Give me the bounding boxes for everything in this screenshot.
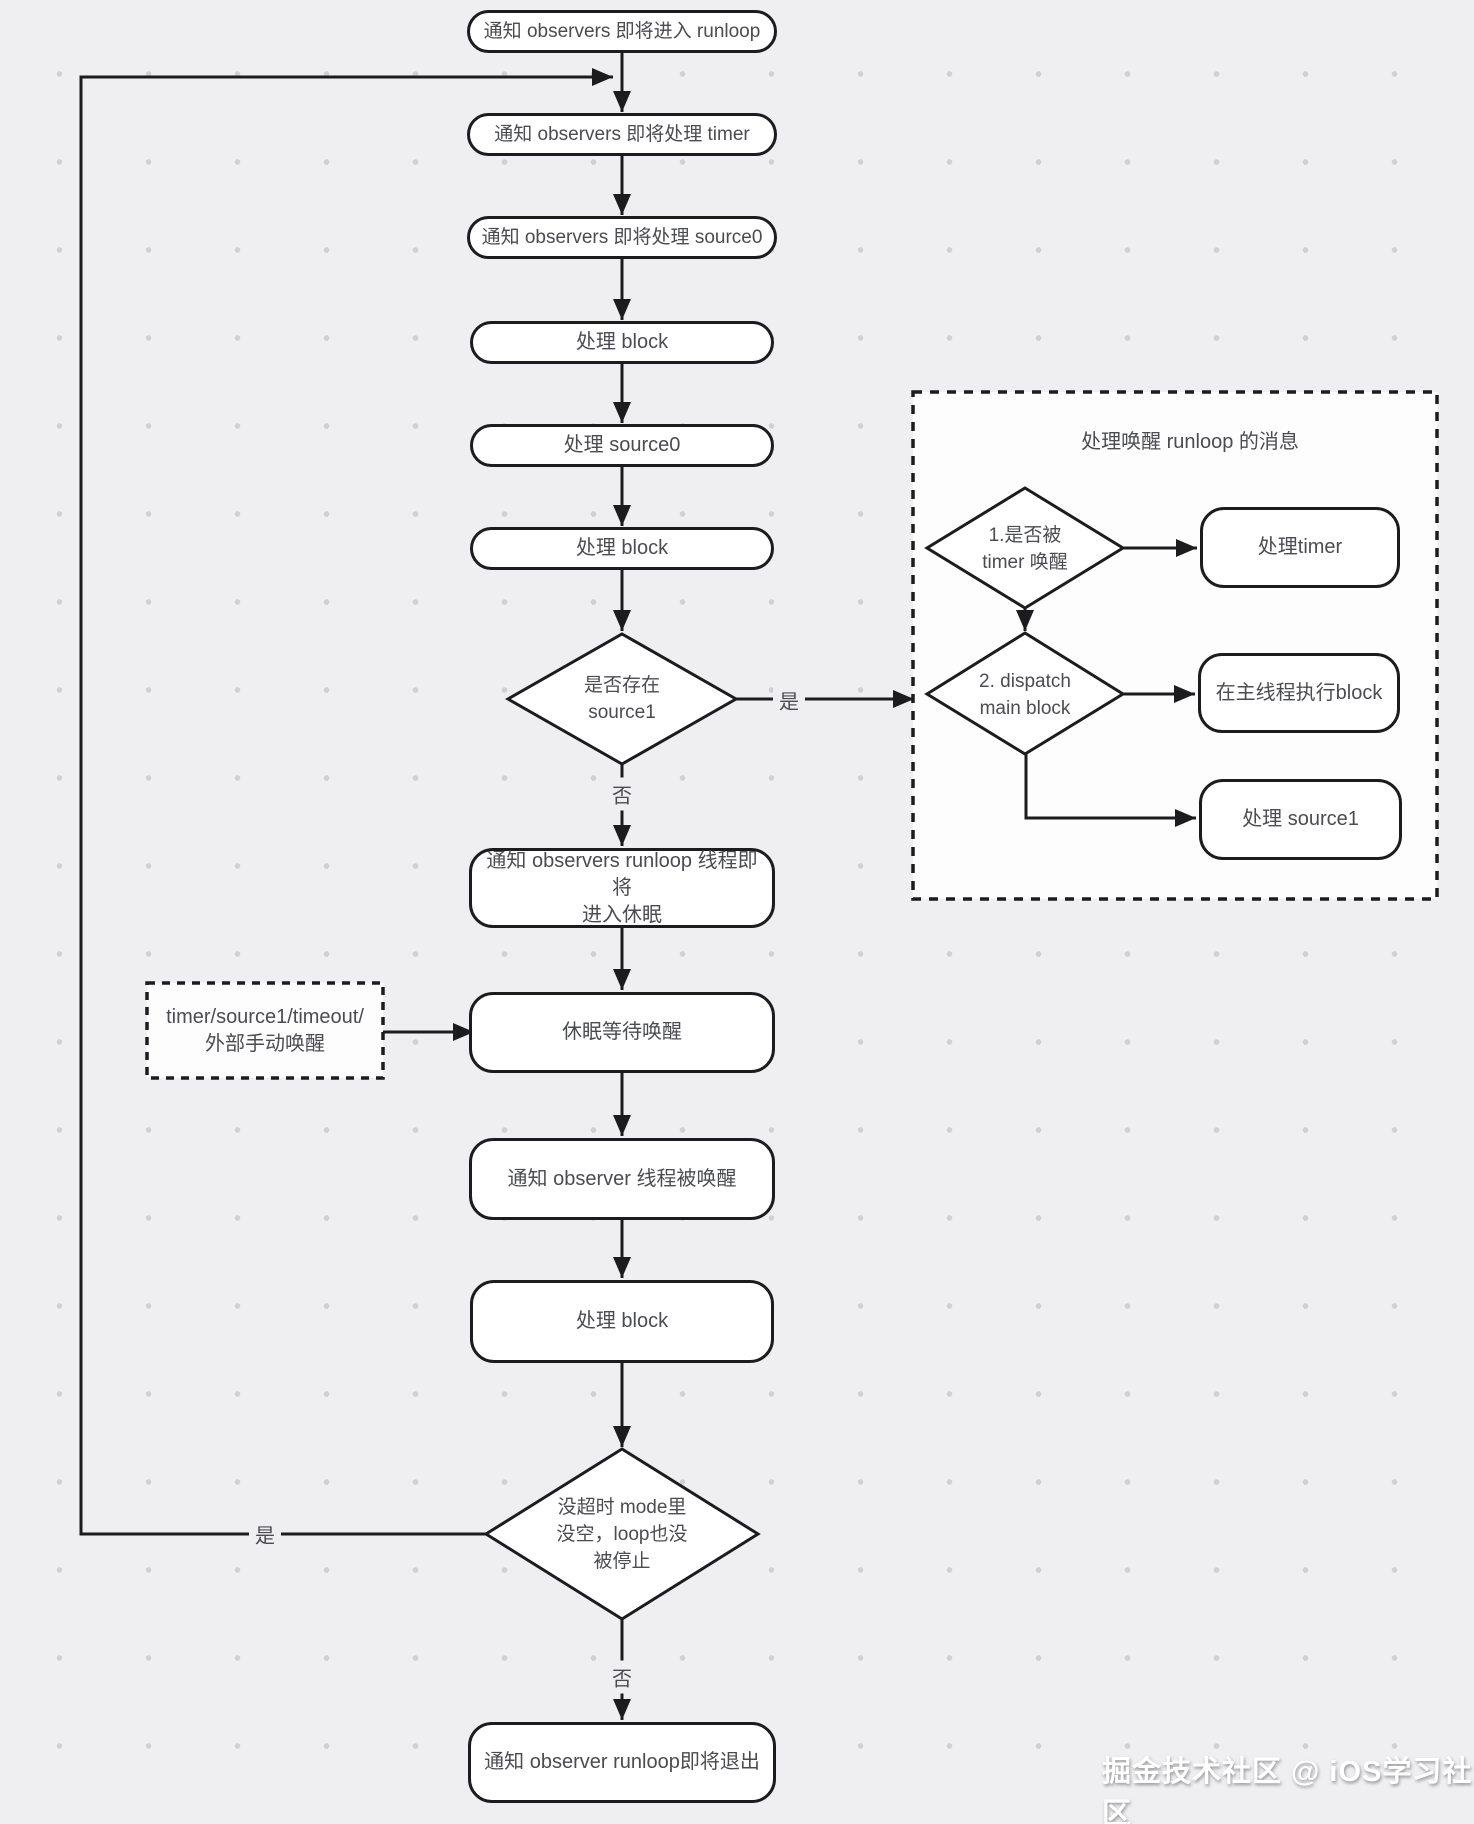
diamond-loop-check-label: 没超时 mode里 没空，loop也没 被停止 [556, 1496, 688, 1572]
diamond-has-source1 [504, 632, 740, 766]
diamond-check-timer-wake [924, 486, 1126, 610]
node-will-handle-source0: 通知 observers 即将处理 source0 [467, 216, 777, 259]
label-no-source1: 否 [606, 777, 638, 811]
label-yes-loopback: 是 [249, 1517, 281, 1551]
diamond-check-dispatch-label: 2. dispatch main block [979, 671, 1071, 719]
node-thread-woken: 通知 observer 线程被唤醒 [469, 1138, 775, 1220]
label-yes-source1: 是 [773, 683, 805, 717]
node-handle-block-1: 处理 block [470, 321, 774, 364]
diamond-check-dispatch-main [924, 631, 1126, 756]
diamond-check-timer-label: 1.是否被 timer 唤醒 [982, 525, 1068, 573]
node-exec-main-block: 在主线程执行block [1198, 653, 1400, 733]
node-enter-runloop: 通知 observers 即将进入 runloop [467, 10, 777, 53]
label-no-loopcheck: 否 [606, 1660, 638, 1694]
connector-loopback [79, 68, 613, 1536]
node-will-exit: 通知 observer runloop即将退出 [468, 1722, 776, 1803]
node-handle-timer: 处理timer [1200, 507, 1400, 588]
node-handle-source1: 处理 source1 [1199, 779, 1402, 860]
node-handle-block-2: 处理 block [470, 527, 774, 570]
diamond-loop-continue-check [483, 1447, 761, 1621]
node-handle-source0: 处理 source0 [470, 424, 774, 467]
connector-d2-to-source1 [1024, 754, 1196, 827]
diamond-has-source1-label: 是否存在 source1 [583, 675, 660, 723]
node-wake-sources: timer/source1/timeout/ 外部手动唤醒 [166, 1006, 364, 1055]
node-will-handle-timer: 通知 observers 即将处理 timer [467, 113, 777, 156]
watermark-text: 掘金技术社区 @ iOS学习社区 [1102, 1756, 1473, 1824]
node-will-sleep-notify: 通知 observers runloop 线程即将 进入休眠 [469, 848, 775, 928]
node-sleep-wait: 休眠等待唤醒 [469, 992, 775, 1073]
wake-sources-outline [145, 981, 385, 1080]
wake-panel-title: 处理唤醒 runloop 的消息 [1081, 431, 1299, 453]
node-handle-block-3: 处理 block [470, 1280, 774, 1363]
